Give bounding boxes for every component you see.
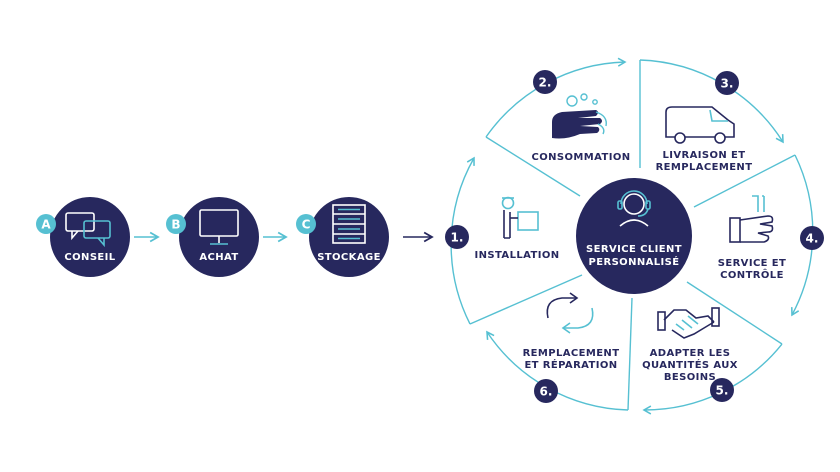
headset-agent-icon xyxy=(617,190,651,227)
center-hub: SERVICE CLIENT PERSONNALISÉ xyxy=(576,178,692,294)
cycle-step-5: ADAPTER LES QUANTITÉS AUX BESOINS 5. xyxy=(642,307,738,402)
chat-bubbles-icon xyxy=(65,212,111,248)
refresh-arrows-icon xyxy=(546,292,594,334)
step-label-line1: LIVRAISON ET xyxy=(663,150,746,161)
pre-step-b: ACHAT B xyxy=(166,197,259,277)
van-icon xyxy=(665,106,735,144)
step-number: 2. xyxy=(539,76,552,90)
step-label-line2: REMPLACEMENT xyxy=(656,162,753,173)
step-label-line2: ET RÉPARATION xyxy=(524,358,617,371)
step-number: 1. xyxy=(451,231,464,245)
step-number: 6. xyxy=(540,385,553,399)
step-label-line3: BESOINS xyxy=(664,372,716,383)
step-label-line2: CONTRÔLE xyxy=(720,268,784,281)
pre-step-label: STOCKAGE xyxy=(317,252,381,263)
step-label-line1: REMPLACEMENT xyxy=(523,348,620,359)
shelving-icon xyxy=(332,204,366,244)
step-label-line1: SERVICE ET xyxy=(718,258,787,269)
cycle-step-3: LIVRAISON ET REMPLACEMENT 3. xyxy=(656,71,753,173)
center-circle xyxy=(576,178,692,294)
center-label-line2: PERSONNALISÉ xyxy=(589,255,680,268)
step-label: CONSOMMATION xyxy=(532,152,631,163)
pre-step-letter: B xyxy=(171,218,180,232)
cycle-step-4: SERVICE ET CONTRÔLE 4. xyxy=(718,195,824,281)
pre-step-badge xyxy=(296,214,316,234)
hand-wrench-icon xyxy=(729,195,774,243)
pre-step-badge xyxy=(36,214,56,234)
step-badge xyxy=(534,379,558,403)
pre-step-a: CONSEIL A xyxy=(36,197,130,277)
step-badge xyxy=(445,225,469,249)
step-badge xyxy=(710,378,734,402)
pre-step-badge xyxy=(166,214,186,234)
step-badge xyxy=(715,71,739,95)
pre-step-letter: A xyxy=(41,218,51,232)
pre-step-letter: C xyxy=(302,218,311,232)
step-number: 5. xyxy=(716,384,729,398)
pre-step-circle xyxy=(50,197,130,277)
step-label-line1: ADAPTER LES xyxy=(650,348,731,359)
step-label: INSTALLATION xyxy=(475,250,560,261)
monitor-icon xyxy=(199,209,239,245)
step-badge xyxy=(533,70,557,94)
sector-dividers xyxy=(469,60,796,411)
step-number: 4. xyxy=(806,232,819,246)
step-number: 3. xyxy=(721,77,734,91)
handshake-icon xyxy=(657,307,720,339)
step-label-line2: QUANTITÉS AUX xyxy=(642,358,738,371)
cycle-step-6: REMPLACEMENT ET RÉPARATION 6. xyxy=(523,292,620,403)
hand-washing-icon xyxy=(552,93,607,139)
cycle-step-2: CONSOMMATION 2. xyxy=(532,70,631,163)
pre-step-c: STOCKAGE C xyxy=(296,197,389,277)
pre-step-label: ACHAT xyxy=(199,252,238,263)
pre-step-label: CONSEIL xyxy=(64,252,115,263)
cycle-wheel: SERVICE CLIENT PERSONNALISÉ INSTALLATION… xyxy=(445,57,824,415)
pre-step-circle xyxy=(309,197,389,277)
cycle-step-1: INSTALLATION 1. xyxy=(445,196,560,261)
delivery-person-icon xyxy=(501,196,539,239)
step-badge xyxy=(800,226,824,250)
center-label-line1: SERVICE CLIENT xyxy=(586,244,682,255)
